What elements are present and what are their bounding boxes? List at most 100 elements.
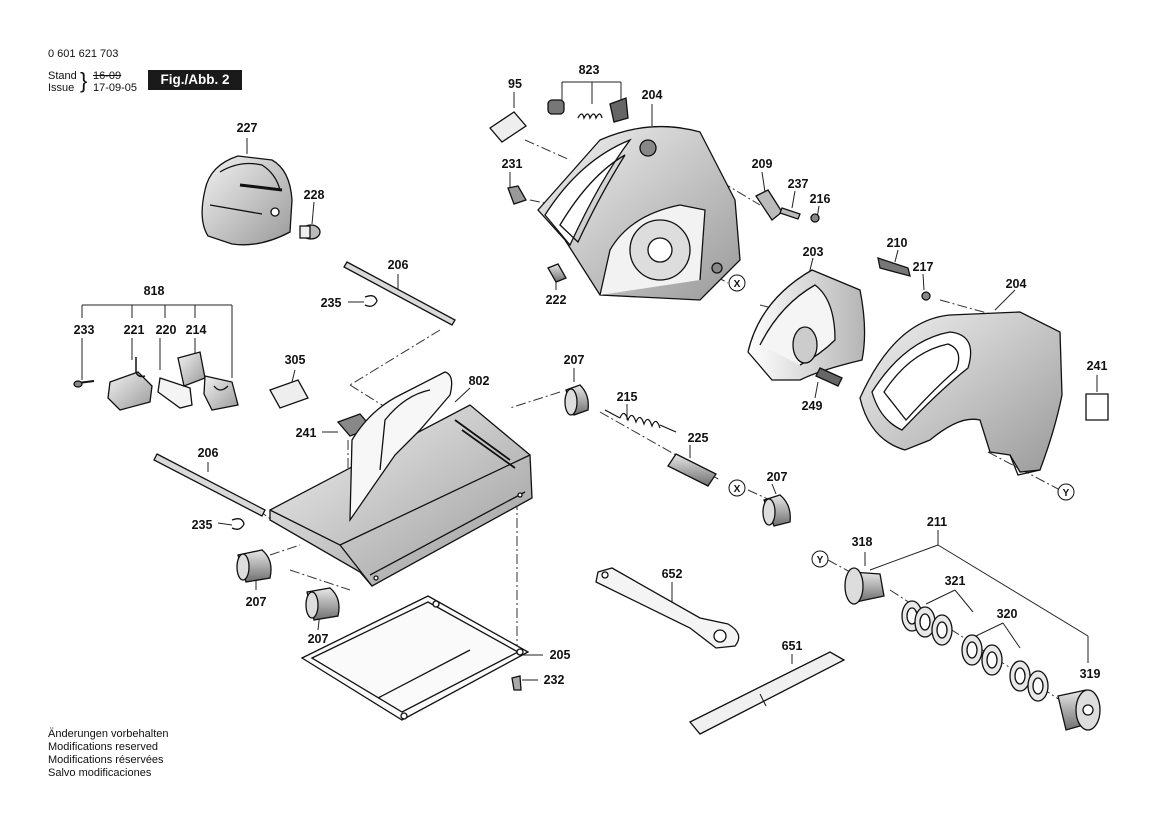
callout-225: 225	[688, 431, 709, 445]
roller-part	[236, 549, 272, 583]
svg-text:X: X	[734, 279, 741, 290]
screw-part	[511, 675, 522, 691]
clip-part	[364, 295, 378, 307]
callout-215: 215	[617, 390, 638, 404]
spring-part	[604, 409, 677, 433]
wrench-part	[595, 567, 740, 649]
callout-319: 319	[1080, 667, 1101, 681]
motor-housing-part	[537, 125, 741, 301]
callout-241-left: 241	[296, 426, 317, 440]
callout-321: 321	[945, 574, 966, 588]
spring-clip-part	[877, 257, 911, 277]
callout-241-right: 241	[1087, 359, 1108, 373]
pin-part	[779, 207, 801, 220]
callout-249: 249	[802, 399, 823, 413]
screw-part	[815, 367, 843, 387]
callout-652: 652	[662, 567, 683, 581]
callout-227: 227	[237, 121, 258, 135]
footer-line-fr: Modifications réservées	[48, 754, 164, 766]
marker-x: X	[728, 479, 746, 497]
stand-value: 16-09	[93, 70, 122, 82]
callout-211: 211	[927, 515, 947, 529]
roller-part	[305, 587, 340, 621]
base-housing-part	[269, 371, 533, 587]
callout-204: 204	[642, 88, 663, 102]
callout-206-top: 206	[388, 258, 409, 272]
rod-part	[153, 261, 456, 517]
pin-part	[547, 263, 567, 283]
assembly-markers: X X Y Y	[728, 274, 1075, 568]
callout-207-bottom: 207	[308, 632, 329, 646]
label-plate-part	[489, 111, 527, 143]
callout-210: 210	[887, 236, 908, 250]
roller-part	[762, 494, 791, 527]
callout-320: 320	[997, 607, 1018, 621]
svg-text:X: X	[734, 484, 741, 495]
callout-205: 205	[550, 648, 571, 662]
callout-207-left: 207	[246, 595, 267, 609]
parts	[73, 97, 1109, 735]
callout-233: 233	[74, 323, 95, 337]
callout-209: 209	[752, 157, 773, 171]
callout-221: 221	[124, 323, 145, 337]
screw-part	[507, 185, 527, 205]
issue-value: 17-09-05	[93, 82, 138, 94]
callout-237: 237	[788, 177, 809, 191]
callout-318: 318	[852, 535, 873, 549]
blade-marking	[759, 693, 767, 707]
guard-part	[747, 269, 866, 381]
callout-823: 823	[579, 63, 600, 77]
marker-x: X	[728, 274, 746, 292]
clip-part	[231, 518, 245, 530]
sticker-part	[1085, 393, 1109, 421]
flange-part	[844, 567, 885, 605]
callout-802: 802	[469, 374, 490, 388]
stand-label: Stand	[48, 70, 77, 82]
lever-assembly-part	[547, 97, 629, 123]
callout-203: 203	[803, 245, 824, 259]
flange-nut-part	[1057, 689, 1101, 731]
knob-part	[299, 224, 321, 240]
label-plate-part	[269, 379, 309, 409]
callout-232: 232	[544, 673, 565, 687]
end-cap-part	[201, 155, 293, 246]
callout-216: 216	[810, 192, 831, 206]
callout-206-bottom: 206	[198, 446, 219, 460]
callout-818: 818	[144, 284, 165, 298]
callout-305: 305	[285, 353, 306, 367]
callout-222: 222	[546, 293, 567, 307]
svg-text:Y: Y	[1063, 488, 1070, 499]
marker-y: Y	[1057, 483, 1075, 501]
marker-y: Y	[811, 550, 829, 568]
callout-207-top: 207	[564, 353, 585, 367]
footer-line-en: Modifications reserved	[48, 741, 159, 753]
callout-95: 95	[508, 77, 522, 91]
nut-part	[810, 213, 820, 223]
brace-glyph: }	[80, 68, 88, 93]
callout-228: 228	[304, 188, 325, 202]
callout-235-top: 235	[321, 296, 342, 310]
footer-notes: Änderungen vorbehalten Modifications res…	[48, 728, 168, 780]
figure-badge: Fig./Abb. 2	[148, 70, 242, 90]
callout-235-bottom: 235	[192, 518, 213, 532]
washer-set-part	[901, 600, 1049, 702]
issue-label: Issue	[48, 82, 75, 94]
callout-220: 220	[156, 323, 177, 337]
blade-part	[688, 651, 846, 735]
leader-lines	[81, 81, 1098, 681]
callout-204-right: 204	[1006, 277, 1027, 291]
callout-207-right: 207	[767, 470, 788, 484]
screw-part	[921, 291, 931, 301]
document-number: 0 601 621 703	[48, 48, 119, 60]
base-plate-part	[300, 595, 530, 721]
callout-217: 217	[913, 260, 934, 274]
footer-line-es: Salvo modificaciones	[48, 767, 152, 779]
callout-231: 231	[502, 157, 523, 171]
sleeve-part	[667, 453, 717, 487]
guard-housing-part	[859, 311, 1063, 476]
roller-part	[564, 384, 589, 416]
callout-labels: 95 823 204 231 209 237 216 222 203 210 2…	[74, 63, 1108, 687]
svg-text:Y: Y	[817, 555, 824, 566]
